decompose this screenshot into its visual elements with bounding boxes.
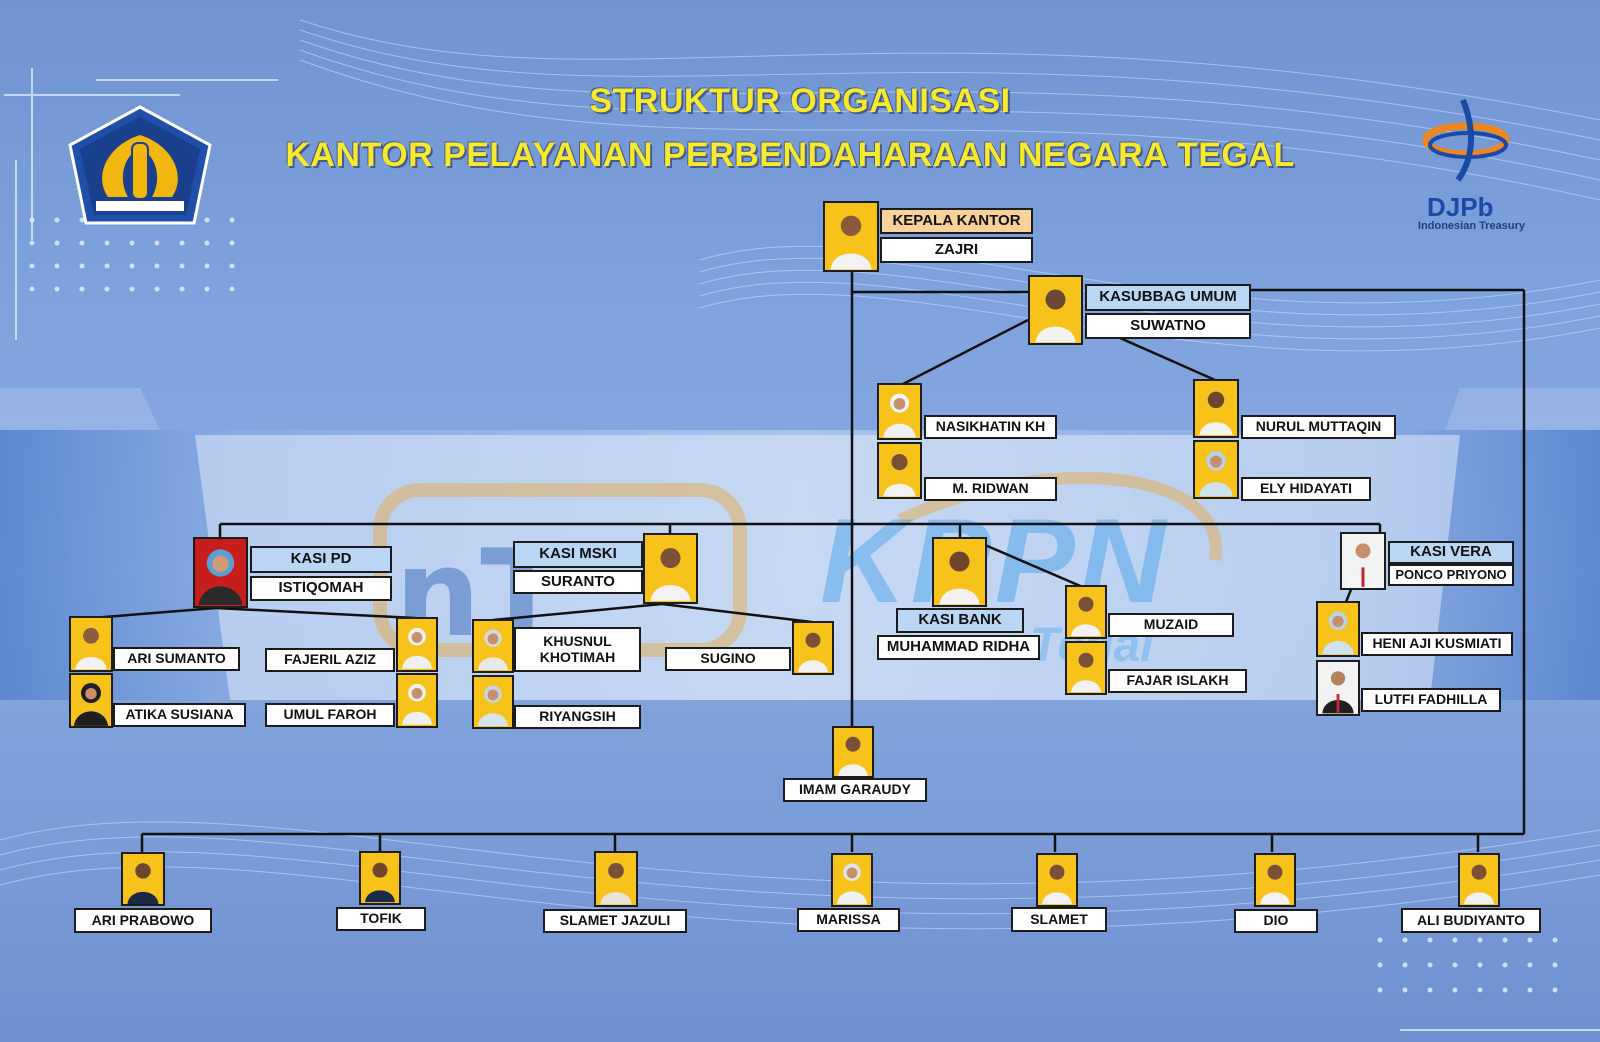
kasi-pd-role: KASI PD — [250, 546, 392, 573]
staff-photo — [877, 442, 922, 499]
staff-name: TOFIK — [336, 907, 426, 931]
staff-name: SUGINO — [665, 647, 791, 671]
kasubbag-name: SUWATNO — [1085, 313, 1251, 339]
staff-name: MUZAID — [1108, 613, 1234, 637]
staff-name: ARI PRABOWO — [74, 908, 212, 933]
djpb-logo-tagline: Indonesian Treasury — [1418, 220, 1525, 232]
staff-photo — [359, 851, 401, 905]
kasi-bank-photo — [932, 537, 987, 607]
staff-photo — [1065, 585, 1107, 639]
kasubbag-role: KASUBBAG UMUM — [1085, 284, 1251, 311]
kasi-vera-photo — [1340, 532, 1386, 590]
kasi-vera-role: KASI VERA — [1388, 541, 1514, 564]
kasi-pd-name: ISTIQOMAH — [250, 576, 392, 601]
staff-name: FAJAR ISLAKH — [1108, 669, 1247, 693]
staff-photo — [121, 852, 165, 906]
staff-photo — [396, 673, 438, 728]
staff-photo — [1193, 440, 1239, 499]
staff-photo — [1254, 853, 1296, 907]
kasi-mski-role: KASI MSKI — [513, 541, 643, 568]
staff-photo — [832, 726, 874, 778]
staff-photo — [396, 617, 438, 672]
kepala-photo — [823, 201, 879, 272]
staff-photo — [1316, 660, 1360, 716]
staff-photo — [877, 383, 922, 440]
staff-photo — [69, 673, 113, 728]
staff-name: KHUSNUL KHOTIMAH — [514, 627, 641, 672]
staff-name: NASIKHATIN KH — [924, 415, 1057, 439]
staff-name: FAJERIL AZIZ — [265, 648, 395, 672]
staff-name: UMUL FAROH — [265, 703, 395, 727]
staff-name: SLAMET JAZULI — [543, 909, 687, 933]
kasi-mski-photo — [643, 533, 698, 604]
page-title-line2: KANTOR PELAYANAN PERBENDAHARAAN NEGARA T… — [285, 136, 1295, 174]
staff-name: LUTFI FADHILLA — [1361, 688, 1501, 712]
staff-name: RIYANGSIH — [514, 705, 641, 729]
staff-name: ATIKA SUSIANA — [113, 703, 246, 727]
kasi-pd-photo — [193, 537, 248, 608]
staff-name: SLAMET — [1011, 907, 1107, 932]
staff-photo — [1458, 853, 1500, 907]
staff-photo — [472, 619, 514, 673]
djpb-logo-text: DJPb — [1427, 192, 1494, 222]
staff-name: HENI AJI KUSMIATI — [1361, 632, 1513, 656]
kasi-mski-name: SURANTO — [513, 570, 643, 594]
kepala-name: ZAJRI — [880, 237, 1033, 263]
watermark-text: KPPN — [820, 494, 1170, 628]
staff-name: ALI BUDIYANTO — [1401, 908, 1541, 933]
staff-photo — [792, 621, 834, 675]
staff-photo — [472, 675, 514, 729]
staff-photo — [1193, 379, 1239, 438]
staff-name: IMAM GARAUDY — [783, 778, 927, 802]
staff-photo — [1316, 601, 1360, 657]
djpb-logo-icon — [1422, 98, 1510, 182]
kasi-bank-name: MUHAMMAD RIDHA — [877, 635, 1040, 660]
kemenkeu-emblem-icon — [68, 105, 212, 225]
staff-name: ELY HIDAYATI — [1241, 477, 1371, 501]
kepala-role: KEPALA KANTOR — [880, 208, 1033, 234]
staff-photo — [69, 616, 113, 672]
staff-photo — [831, 853, 873, 907]
kasubbag-photo — [1028, 275, 1083, 345]
staff-name: NURUL MUTTAQIN — [1241, 415, 1396, 439]
staff-name: ARI SUMANTO — [113, 647, 240, 671]
staff-photo — [1065, 641, 1107, 695]
staff-photo — [1036, 853, 1078, 907]
staff-name: MARISSA — [797, 908, 900, 932]
page-title-line1: STRUKTUR ORGANISASI — [589, 82, 1011, 120]
staff-name: M. RIDWAN — [924, 477, 1057, 501]
kasi-bank-role: KASI BANK — [896, 608, 1024, 633]
staff-photo — [594, 851, 638, 907]
staff-name: DIO — [1234, 909, 1318, 933]
kasi-vera-name: PONCO PRIYONO — [1388, 564, 1514, 586]
